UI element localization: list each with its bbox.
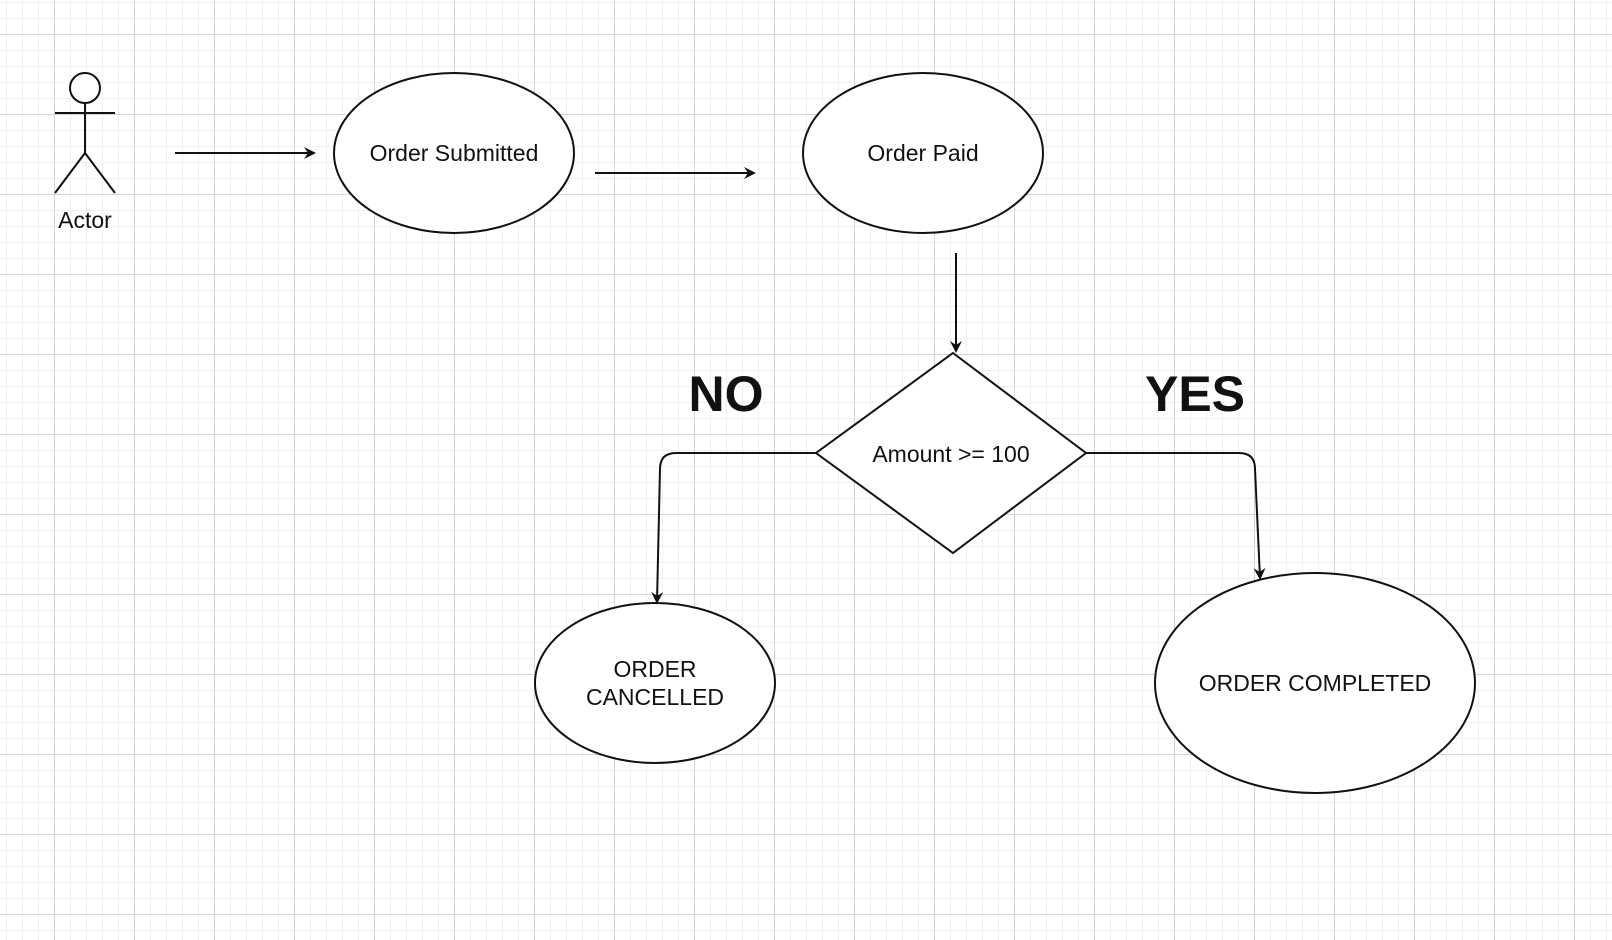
node-order-cancelled-label-line1: ORDER [613, 656, 696, 682]
node-order-completed-label: ORDER COMPLETED [1199, 670, 1432, 696]
actor[interactable]: Actor [54, 72, 116, 233]
actor-head [69, 72, 101, 104]
edge-decision-no[interactable] [651, 452, 816, 604]
node-decision[interactable]: Amount >= 100 [814, 351, 1088, 555]
node-order-cancelled-label-line2: CANCELLED [586, 684, 724, 710]
node-order-paid-label: Order Paid [867, 140, 978, 166]
actor-label: Actor [58, 207, 112, 233]
node-decision-label: Amount >= 100 [872, 441, 1029, 467]
actor-right-leg [84, 152, 116, 194]
node-order-submitted-label: Order Submitted [370, 140, 539, 166]
branch-label-no: NO [689, 366, 764, 422]
actor-left-leg [54, 152, 86, 194]
node-order-cancelled[interactable]: ORDER CANCELLED [534, 602, 776, 764]
branch-label-yes: YES [1145, 366, 1245, 422]
node-order-submitted[interactable]: Order Submitted [333, 72, 575, 234]
node-order-completed[interactable]: ORDER COMPLETED [1154, 572, 1476, 794]
edge-decision-yes[interactable] [1086, 452, 1266, 580]
node-order-paid[interactable]: Order Paid [802, 72, 1044, 234]
